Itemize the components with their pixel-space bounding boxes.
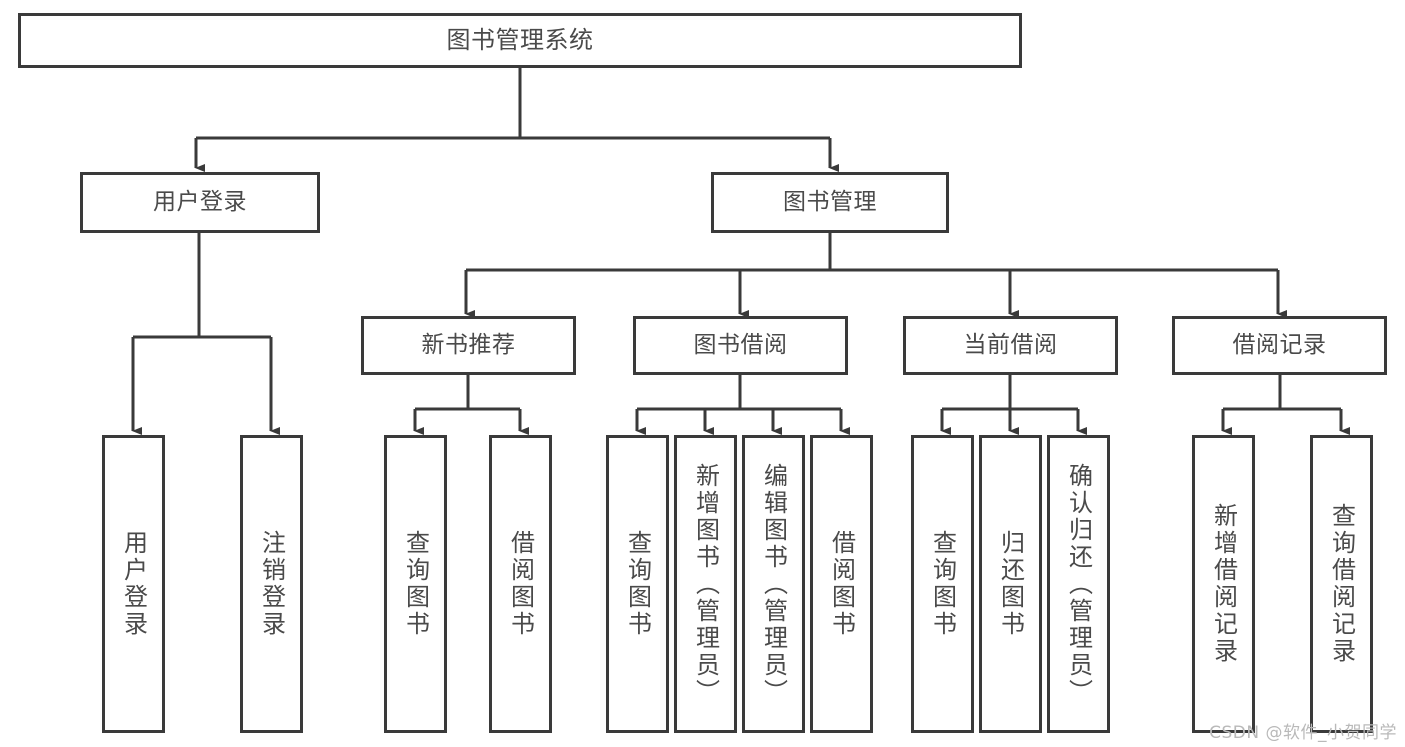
node-label: 查询图书 [401,530,430,638]
leaf-node-confirm-return-admin[interactable]: 确认归还（管理员） [1047,435,1110,733]
watermark-text: CSDN @软件_小贺同学 [1209,723,1397,743]
leaf-node-query-book-current[interactable]: 查询图书 [911,435,974,733]
leaf-node-query-borrow-record[interactable]: 查询借阅记录 [1310,435,1373,733]
node-label: 注销登录 [257,530,286,638]
node-label: 新增图书（管理员） [691,462,720,706]
leaf-node-query-book-recommend[interactable]: 查询图书 [384,435,447,733]
node-label: 确认归还（管理员） [1064,462,1093,706]
node-label: 用户登录 [119,530,148,638]
leaf-node-borrow-book-recommend[interactable]: 借阅图书 [489,435,552,733]
node-current-borrow[interactable]: 当前借阅 [903,316,1118,375]
leaf-node-edit-book-admin[interactable]: 编辑图书（管理员） [742,435,805,733]
leaf-node-add-book-admin[interactable]: 新增图书（管理员） [674,435,737,733]
leaf-node-user-login[interactable]: 用户登录 [102,435,165,733]
leaf-node-user-logout[interactable]: 注销登录 [240,435,303,733]
node-label: 借阅图书 [506,530,535,638]
node-label: 当前借阅 [963,331,1058,358]
leaf-node-return-book[interactable]: 归还图书 [979,435,1042,733]
node-borrow-record[interactable]: 借阅记录 [1172,316,1387,375]
leaf-node-borrow-book[interactable]: 借阅图书 [810,435,873,733]
node-label: 借阅图书 [827,530,856,638]
node-user-login[interactable]: 用户登录 [80,172,320,233]
node-label: 新增借阅记录 [1209,503,1238,665]
leaf-node-add-borrow-record[interactable]: 新增借阅记录 [1192,435,1255,733]
node-book-borrow[interactable]: 图书借阅 [633,316,848,375]
node-label: 用户登录 [153,188,247,215]
node-root-book-management-system[interactable]: 图书管理系统 [18,13,1022,68]
node-book-management[interactable]: 图书管理 [711,172,949,233]
node-label: 查询图书 [928,530,957,638]
node-new-book-recommend[interactable]: 新书推荐 [361,316,576,375]
leaf-node-query-book-borrow[interactable]: 查询图书 [606,435,669,733]
node-label: 归还图书 [996,530,1025,638]
node-label: 查询图书 [623,530,652,638]
node-label: 图书管理 [783,188,877,215]
node-label: 图书借阅 [693,331,788,358]
node-label: 图书管理系统 [446,26,594,55]
node-label: 查询借阅记录 [1327,503,1356,665]
node-label: 编辑图书（管理员） [759,462,788,706]
node-label: 借阅记录 [1232,331,1327,358]
node-label: 新书推荐 [421,331,516,358]
